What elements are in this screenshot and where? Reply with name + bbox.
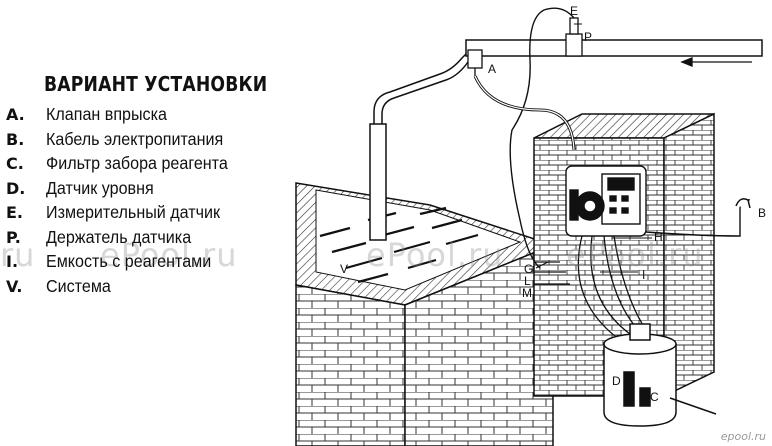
legend-list: A. Клапан впрыска B. Кабель электропитания…: [6, 104, 244, 300]
main-pipe: [369, 39, 763, 241]
legend-item: B. Кабель электропитания: [6, 129, 244, 154]
label-a: A: [488, 62, 497, 76]
label-l: L: [524, 274, 531, 288]
legend-key: V.: [6, 276, 23, 296]
dosing-pump: [565, 165, 647, 237]
legend-text: Система: [46, 275, 111, 296]
legend-item: A. Клапан впрыска: [6, 104, 244, 129]
pool-system: [295, 182, 556, 446]
label-g: G: [524, 262, 534, 276]
legend-item: D. Датчик уровня: [6, 178, 244, 203]
legend-item: C. Фильтр забора реагента: [6, 153, 244, 178]
probe-holder: [565, 17, 583, 57]
watermark-mid2: ePool.ru: [366, 236, 504, 274]
legend-text: Держатель датчика: [46, 226, 192, 247]
label-p: P: [584, 30, 593, 44]
watermark-mid1: ePool.ru: [100, 236, 238, 274]
reagent-tank: [603, 323, 717, 427]
legend-item: E. Измерительный датчик: [6, 202, 244, 227]
legend-text: Фильтр забора реагента: [46, 153, 228, 173]
legend-key: B.: [6, 129, 25, 149]
legend-text: Клапан впрыска: [46, 104, 167, 124]
legend-key: C.: [6, 154, 24, 173]
brand-watermark: epool.ru: [720, 430, 766, 443]
label-m: M: [522, 286, 532, 300]
watermark-left: ru: [0, 236, 36, 274]
legend-key: E.: [6, 203, 24, 222]
legend-text: Датчик уровня: [46, 177, 154, 198]
label-e: E: [570, 4, 579, 18]
legend-item: I. Емкость с реагентами: [6, 251, 244, 276]
label-h: H: [654, 230, 663, 244]
legend-key: P.: [6, 227, 21, 247]
label-v: V: [340, 262, 349, 276]
watermark-right: ePool.ru: [566, 236, 704, 274]
legend-item: P. Держатель датчика: [6, 227, 244, 252]
legend-text: Емкость с реагентами: [46, 251, 212, 271]
injection-valve: [467, 49, 483, 76]
sensor-cable: [509, 7, 575, 269]
legend-title: ВАРИАНТ УСТАНОВКИ: [44, 72, 268, 96]
legend-text: Кабель электропитания: [46, 128, 224, 149]
label-d: D: [612, 374, 621, 388]
legend-key: D.: [6, 178, 26, 198]
legend-key: A.: [6, 105, 25, 124]
label-b: B: [758, 206, 767, 220]
label-i: I: [642, 268, 646, 282]
legend-item: V. Система: [6, 276, 244, 301]
legend-key: I.: [6, 252, 19, 271]
legend-text: Измерительный датчик: [46, 202, 221, 222]
label-c: C: [650, 390, 659, 404]
flow-arrow: [680, 57, 752, 67]
leader-lines: [535, 23, 652, 273]
